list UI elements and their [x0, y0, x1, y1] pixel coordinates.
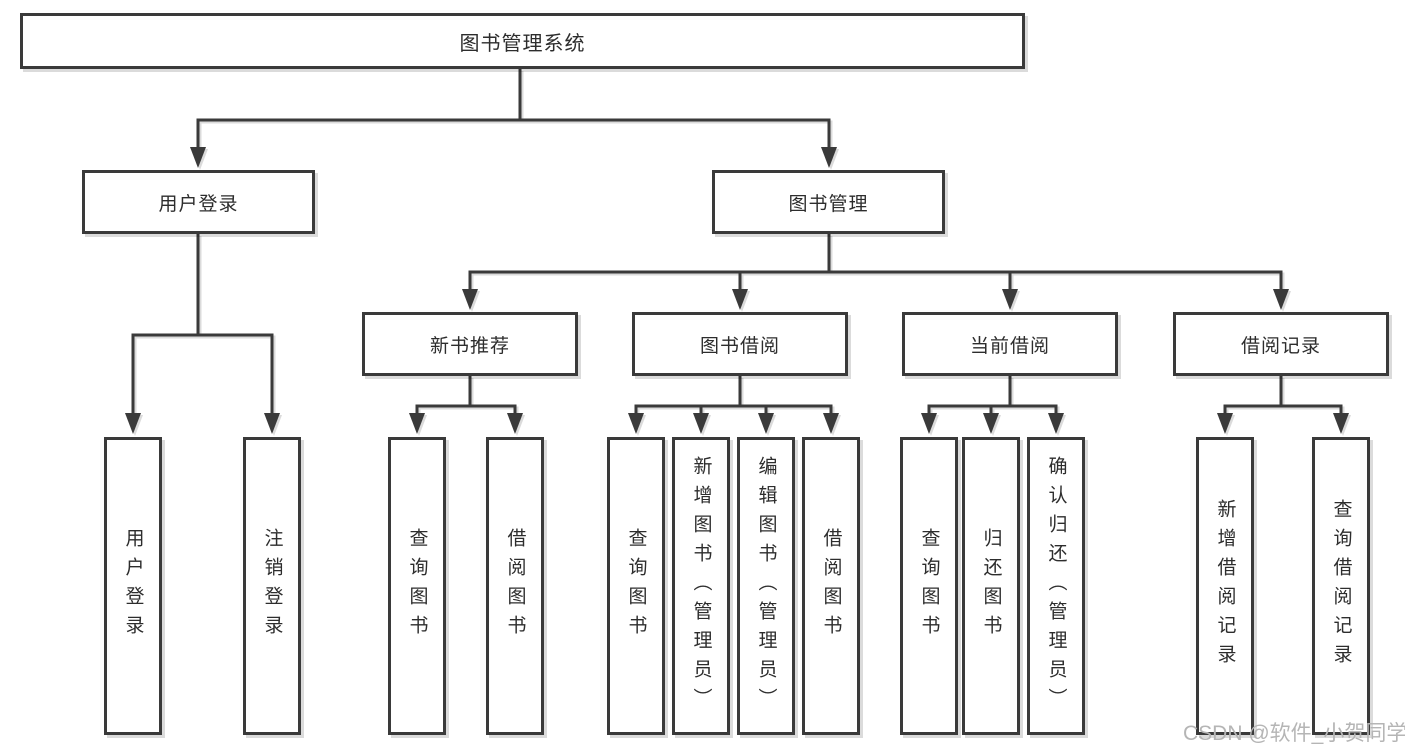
node-user-login: 用户登录 [82, 170, 315, 234]
node-label: 借阅图书 [820, 528, 842, 644]
node-borrow-books-leaf: 借阅图书 [486, 437, 544, 735]
node-label: 图书借阅 [699, 335, 780, 357]
arrowhead [409, 413, 425, 434]
arrowhead [1217, 413, 1233, 434]
csdn-watermark: CSDN @软件_小贺同学 [1183, 722, 1405, 745]
arrowhead [1333, 413, 1349, 434]
arrowhead [983, 413, 999, 434]
node-label: 查询图书 [918, 528, 940, 644]
arrowhead [462, 289, 478, 310]
connector-root-to-level2 [190, 69, 837, 168]
node-label: 用户登录 [158, 193, 239, 215]
node-query-borrow-record-leaf: 查询借阅记录 [1312, 437, 1370, 735]
node-label: 编辑图书（管理员） [755, 455, 777, 717]
node-query-books-leaf: 查询图书 [388, 437, 446, 735]
node-borrow-books-leaf: 借阅图书 [802, 437, 860, 735]
node-current-borrow: 当前借阅 [902, 312, 1118, 376]
node-label: 新增图书（管理员） [690, 455, 712, 717]
node-book-borrow: 图书借阅 [632, 312, 848, 376]
arrowhead [1002, 289, 1018, 310]
node-label: 图书管理 [788, 193, 869, 215]
arrowhead [1048, 413, 1064, 434]
node-query-books-leaf: 查询图书 [900, 437, 958, 735]
connector-book-borrow-children [628, 376, 839, 434]
arrowhead [1273, 289, 1289, 310]
arrowhead [190, 147, 206, 168]
arrowhead [628, 413, 644, 434]
node-book-management: 图书管理 [712, 170, 945, 234]
node-query-books-leaf: 查询图书 [607, 437, 665, 735]
node-logout-leaf: 注销登录 [243, 437, 301, 735]
node-label: 查询借阅记录 [1330, 499, 1352, 673]
arrowhead [921, 413, 937, 434]
connector-book-management-sections [462, 234, 1289, 310]
node-label: 查询图书 [406, 528, 428, 644]
node-label: 图书管理系统 [459, 32, 586, 55]
node-borrow-record: 借阅记录 [1173, 312, 1389, 376]
arrowhead [823, 413, 839, 434]
node-label: 新书推荐 [429, 335, 510, 357]
connector-user-login-children [125, 234, 280, 434]
node-label: 借阅图书 [504, 528, 526, 644]
arrowhead [507, 413, 523, 434]
node-label: 注销登录 [261, 528, 283, 644]
arrowhead [264, 413, 280, 434]
node-edit-books-admin-leaf: 编辑图书（管理员） [737, 437, 795, 735]
connector-current-borrow-children [921, 376, 1064, 434]
node-label: 查询图书 [625, 528, 647, 644]
node-label: 归还图书 [980, 528, 1002, 644]
node-add-books-admin-leaf: 新增图书（管理员） [672, 437, 730, 735]
arrowhead [821, 147, 837, 168]
connector-borrow-record-children [1217, 376, 1349, 434]
arrowhead [732, 289, 748, 310]
node-user-login-leaf: 用户登录 [104, 437, 162, 735]
connector-new-book-children [409, 376, 523, 434]
node-label: 用户登录 [122, 528, 144, 644]
node-label: 新增借阅记录 [1214, 499, 1236, 673]
node-new-book-recommend: 新书推荐 [362, 312, 578, 376]
node-library-management-system: 图书管理系统 [20, 13, 1025, 69]
arrowhead [758, 413, 774, 434]
node-confirm-return-admin-leaf: 确认归还（管理员） [1027, 437, 1085, 735]
node-label: 确认归还（管理员） [1045, 455, 1067, 717]
node-label: 当前借阅 [969, 335, 1050, 357]
node-label: 借阅记录 [1240, 335, 1321, 357]
arrowhead [125, 413, 141, 434]
node-return-books-leaf: 归还图书 [962, 437, 1020, 735]
arrowhead [693, 413, 709, 434]
node-add-borrow-record-leaf: 新增借阅记录 [1196, 437, 1254, 735]
